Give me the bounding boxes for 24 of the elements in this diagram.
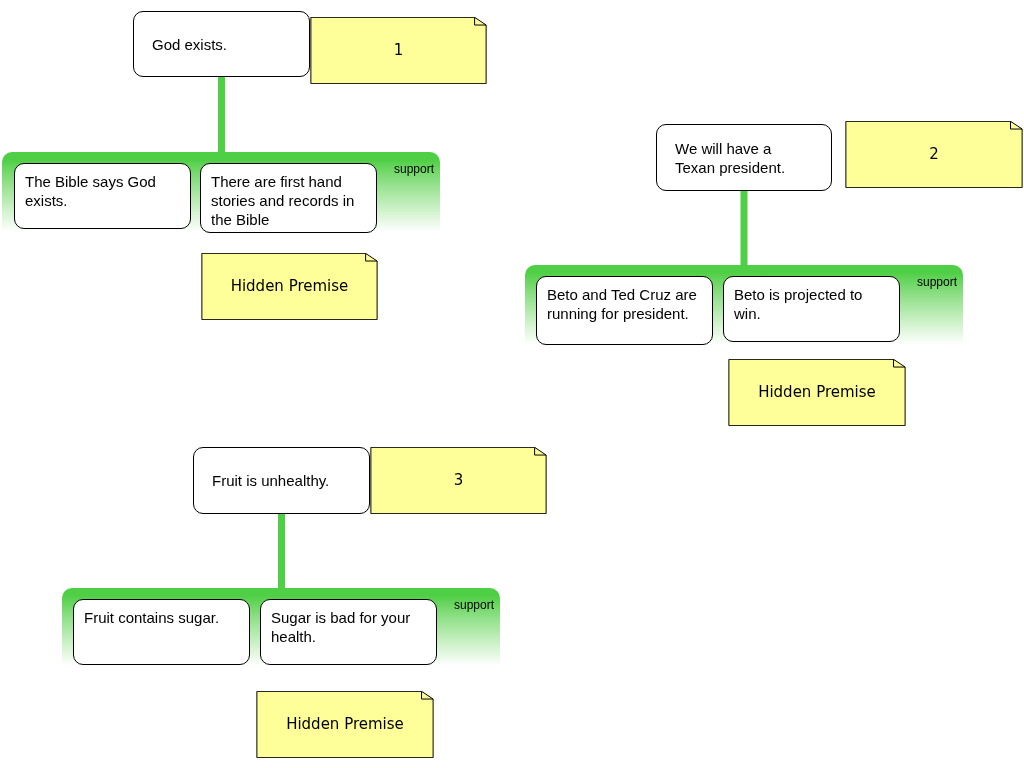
support-band [2, 152, 440, 232]
support-label: support [453, 598, 494, 612]
sticky-note: 3 [370, 447, 547, 514]
connector [278, 514, 285, 588]
premise-box: Sugar is bad for your health. [260, 599, 437, 665]
sticky-note: 2 [845, 121, 1023, 188]
claim-box: Fruit is unhealthy. [193, 447, 370, 514]
sticky-note: Hidden Premise [201, 253, 378, 320]
premise-box: Beto and Ted Cruz are running for president. [536, 276, 713, 345]
premise-box: Fruit contains sugar. [73, 599, 250, 665]
premise-box: The Bible says God exists. [14, 163, 191, 229]
connector [740, 191, 748, 265]
support-band [62, 588, 500, 666]
sticky-note: Hidden Premise [728, 359, 906, 426]
sticky-note: Hidden Premise [256, 691, 434, 758]
sticky-note: 1 [310, 17, 487, 84]
support-band [525, 265, 963, 345]
support-label: support [916, 275, 957, 289]
claim-box: We will have a Texan president. [656, 124, 832, 191]
premise-box: Beto is projected to win. [723, 276, 900, 342]
claim-box: God exists. [133, 11, 310, 77]
support-label: support [393, 162, 434, 176]
connector [218, 77, 225, 152]
premise-box: There are first hand stories and records in the Bible [200, 163, 377, 233]
